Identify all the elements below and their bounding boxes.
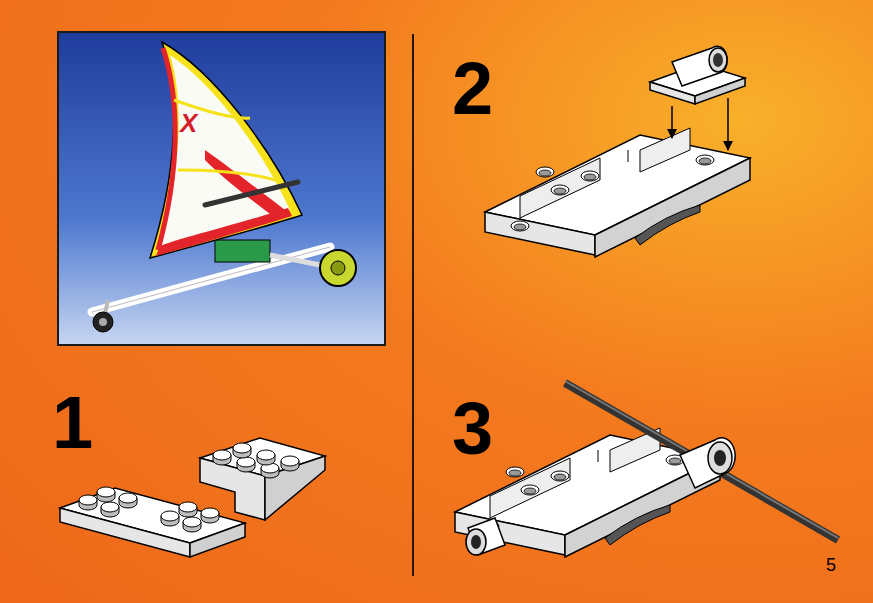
step-number: 1 [52,386,93,460]
page-number: 5 [826,556,836,574]
step-number: 2 [452,52,493,126]
step-number: 3 [452,392,493,466]
sail-logo: X [180,110,197,136]
